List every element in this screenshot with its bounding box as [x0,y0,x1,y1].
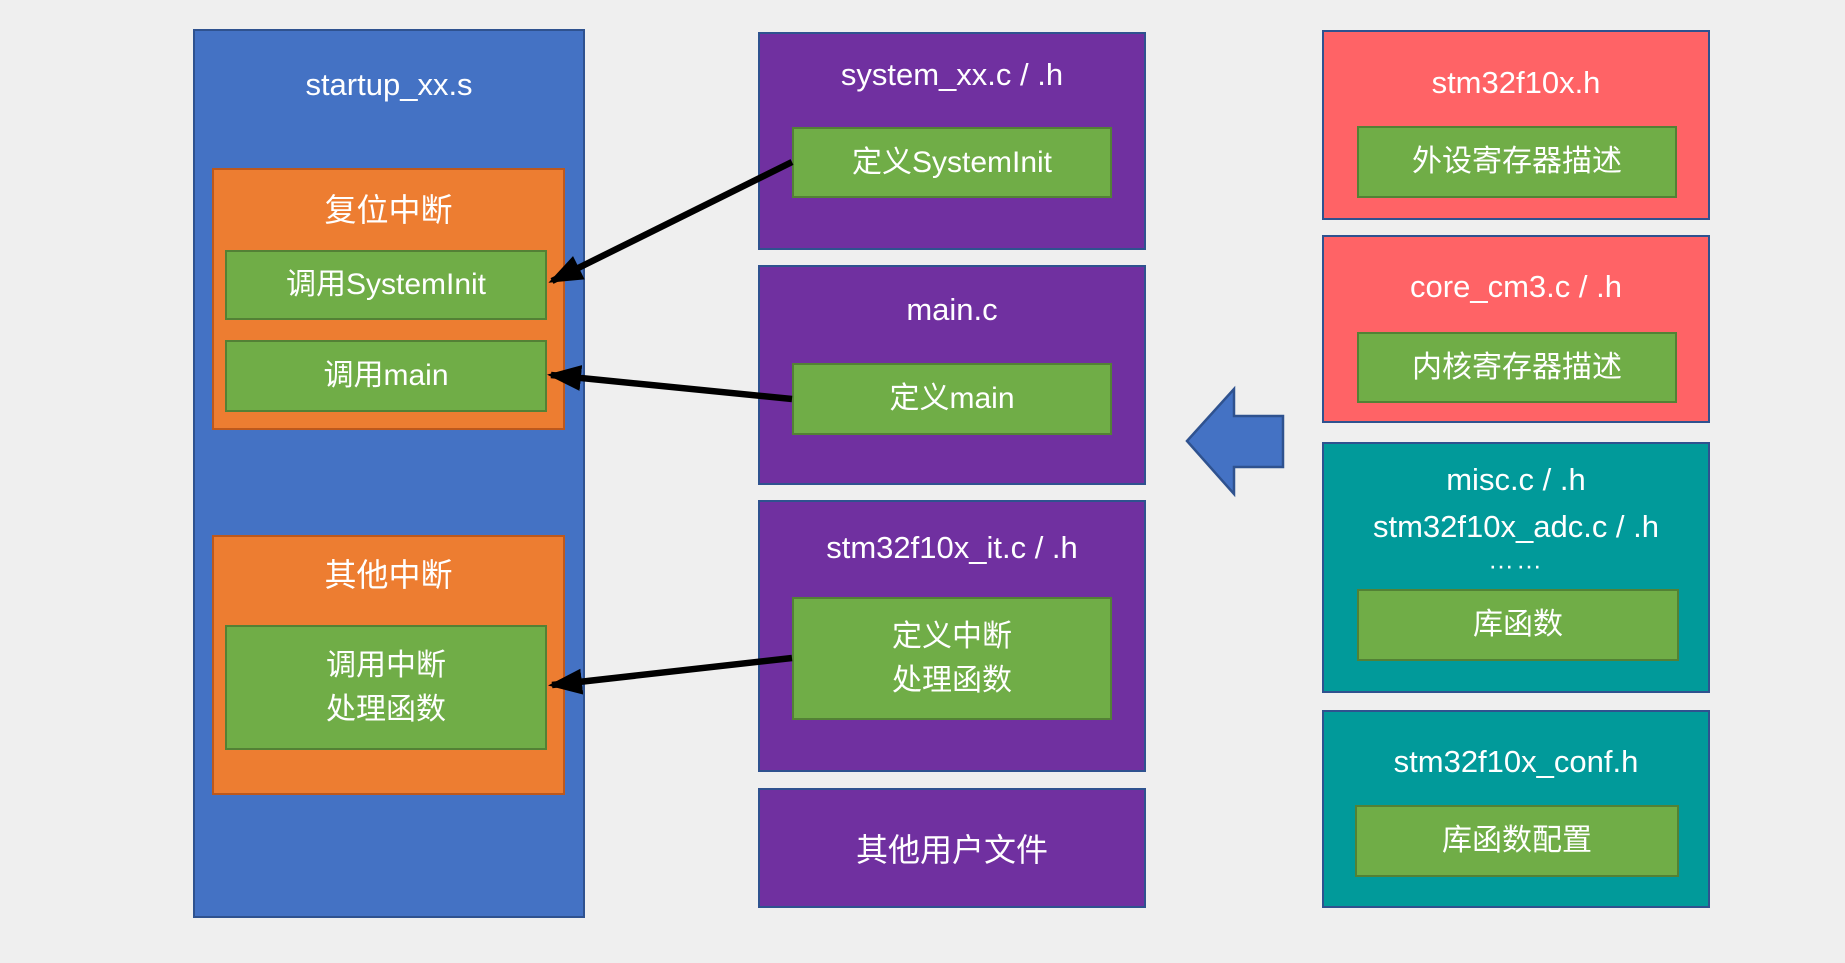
box-system-file: system_xx.c / .h 定义SystemInit [758,32,1146,250]
other-user-files-title: 其他用户文件 [855,832,1048,868]
item-library-function-config: 库函数配置 [1355,805,1679,877]
item-core-register-desc: 内核寄存器描述 [1357,332,1677,403]
it-file-title: stm32f10x_it.c / .h [826,530,1078,565]
box-stm32f10x-h: stm32f10x.h 外设寄存器描述 [1322,30,1710,220]
box-library-files: misc.c / .h stm32f10x_adc.c / .h …… 库函数 [1322,442,1710,693]
item-define-interrupt-handler: 定义中断 处理函数 [792,597,1112,720]
system-file-title: system_xx.c / .h [840,57,1064,92]
box-main-file: main.c 定义main [758,265,1146,485]
library-files-ellipsis: …… [1488,544,1544,575]
stm32f10x-conf-title: stm32f10x_conf.h [1393,744,1639,779]
box-core-cm3: core_cm3.c / .h 内核寄存器描述 [1322,235,1710,423]
main-file-title: main.c [906,292,998,327]
item-call-interrupt-handler: 调用中断 处理函数 [225,625,547,750]
stm32f10x-h-title: stm32f10x.h [1431,65,1601,100]
core-cm3-title: core_cm3.c / .h [1410,269,1622,304]
box-it-file: stm32f10x_it.c / .h 定义中断 处理函数 [758,500,1146,772]
item-define-main: 定义main [792,363,1112,435]
item-call-main: 调用main [225,340,547,412]
item-peripheral-register-desc: 外设寄存器描述 [1357,126,1677,198]
arrow-define-to-call-interrupt-handler [548,654,793,695]
box-other-user-files: 其他用户文件 [758,788,1146,908]
other-interrupts-title: 其他中断 [324,557,453,593]
box-stm32f10x-conf: stm32f10x_conf.h 库函数配置 [1322,710,1710,908]
block-arrow-left-icon [1185,385,1285,498]
library-files-title-line2: stm32f10x_adc.c / .h [1372,509,1660,544]
item-call-systeminit: 调用SystemInit [225,250,547,320]
box-startup-file: startup_xx.s 复位中断 调用SystemInit 调用main 其他… [193,29,585,918]
reset-interrupt-title: 复位中断 [324,192,453,228]
item-define-systeminit: 定义SystemInit [792,127,1112,198]
arrow-define-to-call-main [547,365,793,403]
box-other-interrupts: 其他中断 调用中断 处理函数 [212,535,565,795]
arrow-define-to-call-systeminit [548,159,794,284]
box-reset-interrupt: 复位中断 调用SystemInit 调用main [212,168,565,430]
startup-file-title: startup_xx.s [305,67,473,102]
library-files-title-line1: misc.c / .h [1446,462,1586,497]
item-library-functions: 库函数 [1357,589,1679,661]
